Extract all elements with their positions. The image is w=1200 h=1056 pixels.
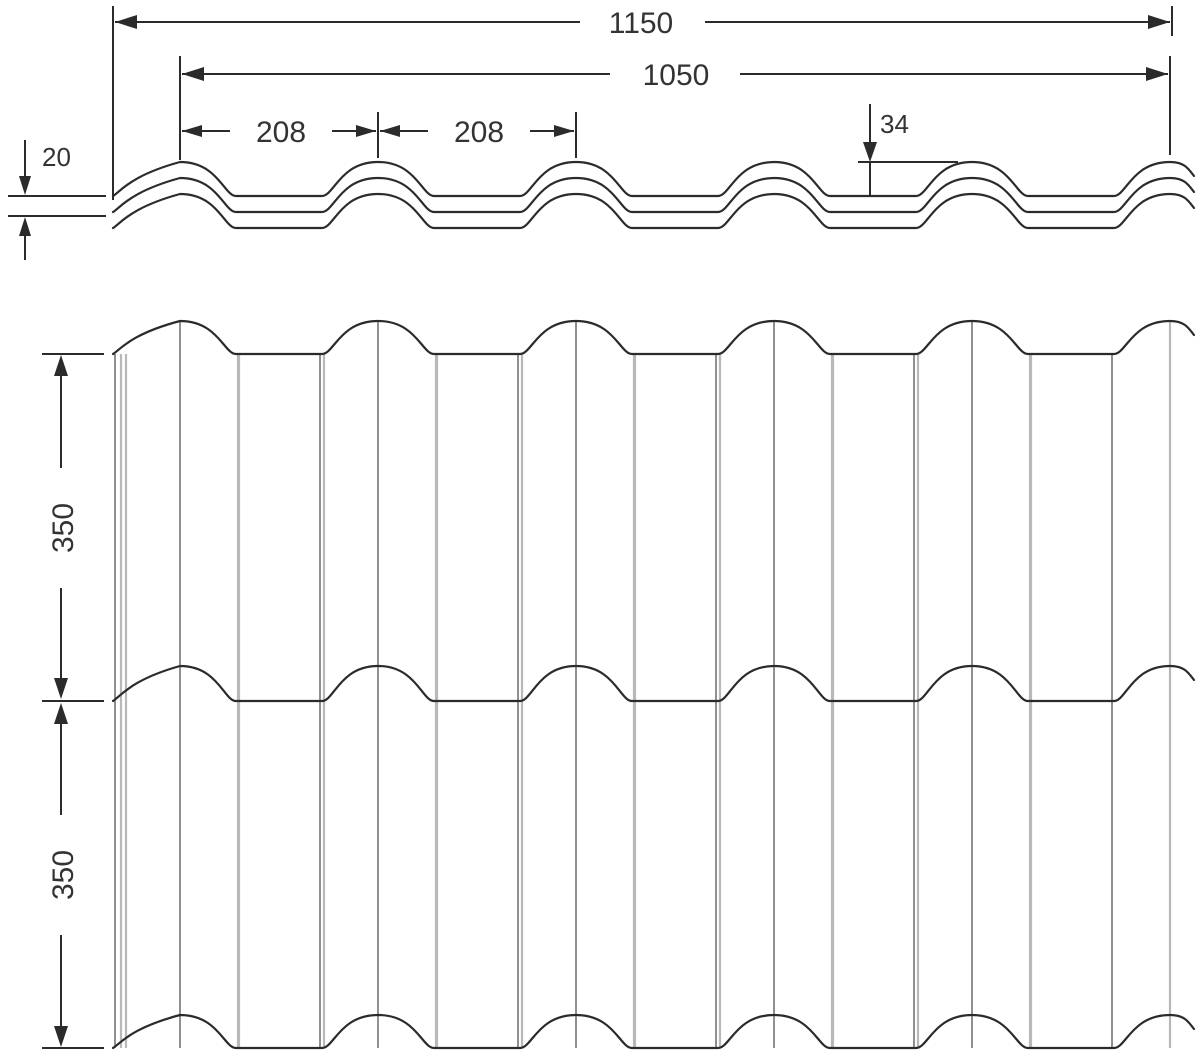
dimension-label-208-first: 208	[256, 116, 306, 149]
arrowhead	[54, 355, 68, 376]
profile-line-bottom	[111, 192, 1196, 230]
dimension-label-1150: 1150	[609, 7, 674, 40]
arrowhead	[356, 125, 376, 137]
dimension-label-20: 20	[42, 142, 71, 172]
dimension-wave-pitch: 208 208	[182, 112, 577, 158]
arrowhead	[115, 15, 137, 29]
sheet-front-view	[111, 319, 1196, 1050]
dimension-label-208-second: 208	[454, 116, 504, 149]
dimension-label-34: 34	[880, 109, 909, 139]
cross-section-profile	[111, 160, 1196, 230]
arrowhead	[1146, 67, 1168, 81]
tile-row-edge-bottom	[111, 1013, 1196, 1050]
arrowhead	[554, 125, 574, 137]
dimension-step-length: 350 350	[42, 353, 104, 1049]
arrowhead	[863, 142, 877, 162]
dimension-wave-height: 34	[858, 104, 958, 196]
dimension-label-350-upper: 350	[47, 503, 80, 553]
dimension-label-350-lower: 350	[47, 850, 80, 900]
arrowhead	[182, 125, 202, 137]
arrowhead	[19, 217, 31, 236]
arrowhead	[182, 67, 204, 81]
arrowhead	[54, 1026, 68, 1047]
tile-row-edge-middle	[111, 664, 1196, 703]
arrowhead	[380, 125, 400, 137]
arrowhead	[19, 176, 31, 195]
arrowhead	[1148, 15, 1170, 29]
profile-line-middle	[111, 176, 1196, 214]
tile-row-edge-top	[111, 319, 1196, 356]
arrowhead	[54, 678, 68, 699]
dimension-overall-width: 1150	[112, 6, 1173, 200]
dimension-effective-width: 1050	[179, 56, 1171, 160]
dimension-thickness: 20	[8, 140, 106, 260]
dimension-label-1050: 1050	[643, 59, 710, 92]
arrowhead	[54, 703, 68, 724]
profile-line-top	[111, 160, 1196, 198]
